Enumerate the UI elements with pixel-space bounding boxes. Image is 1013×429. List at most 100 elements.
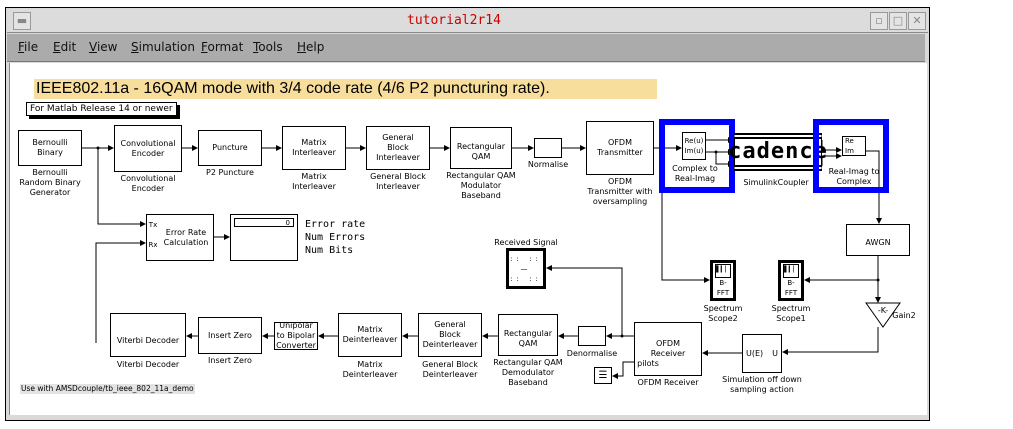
in-port: U <box>772 348 778 358</box>
block-text: OFDM Transmitter <box>597 138 643 157</box>
gbdeint-label: General Block Deinterleaver <box>422 360 478 379</box>
ri2c-label: Real-Imag to Complex <box>828 167 880 186</box>
menu-bar: File Edit View Simulation Format Tools H… <box>7 34 925 62</box>
im-port: Im(u) <box>684 147 704 155</box>
insert-zero-block[interactable]: Insert Zero <box>198 317 262 354</box>
general-block-interleaver-block[interactable]: General Block Interleaver <box>366 126 430 170</box>
spectrum-icon: ▌▎▏ <box>783 263 799 278</box>
display-icon: ☰ <box>598 369 608 381</box>
viterbi-label: Viterbi Decoder <box>116 360 180 369</box>
minimize-button[interactable]: ▫ <box>870 12 888 30</box>
matrix-deinterleaver-block[interactable]: Matrix Deinterleaver <box>338 313 402 357</box>
pilots-port: pilots <box>637 359 659 368</box>
denormalise-block[interactable] <box>578 326 606 346</box>
block-text: Unipolar to Bipolar Converter <box>276 321 316 350</box>
out-port: U(E) <box>746 348 764 358</box>
gain-value[interactable]: -K- <box>877 306 889 315</box>
gbint-label: General Block Interleaver <box>370 172 426 191</box>
matrix-interleaver-block[interactable]: Matrix Interleaver <box>282 126 346 170</box>
qam-demodulator-block[interactable]: Rectangular QAM <box>498 314 558 356</box>
received-signal-label: Received Signal <box>494 238 558 247</box>
display-captions: Error rate Num Errors Num Bits <box>305 218 365 257</box>
bernoulli-label: Bernoulli Random Binary Generator <box>19 168 81 197</box>
spectrum-scope2-block[interactable]: ▌▎▏B- FFT <box>710 260 736 301</box>
complex-to-real-imag-block[interactable]: Re(u) Im(u) <box>682 132 706 160</box>
title-annotation: IEEE802.11a - 16QAM mode with 3/4 code r… <box>34 79 657 99</box>
error-rate-calculation-block[interactable]: Error Rate Calculation <box>146 214 214 261</box>
block-text: Convolutional Encoder <box>120 138 176 158</box>
cadence-logo: cadence <box>728 139 828 164</box>
ofdmtx-label: OFDM Transmitter with oversampling <box>587 177 653 206</box>
block-text: General Block Interleaver <box>376 133 420 162</box>
block-text: Viterbi Decoder <box>116 336 180 345</box>
block-text: B- FFT <box>716 278 730 297</box>
window-menu-button[interactable]: ▬ <box>13 12 31 30</box>
simoff-label: Simulation off down sampling action <box>722 375 802 394</box>
display-value: 0 <box>234 218 294 227</box>
re-port: Re <box>845 137 854 145</box>
puncture-block[interactable]: Puncture <box>198 130 262 166</box>
matdeint-label: Matrix Deinterleaver <box>342 360 398 379</box>
unipolar-bipolar-block[interactable]: Unipolar to Bipolar Converter <box>274 321 318 350</box>
error-display-block[interactable]: 0 <box>230 214 298 261</box>
menu-file[interactable]: File <box>18 40 39 54</box>
c2ri-label: Complex to Real-Imag <box>672 164 718 183</box>
rx-port: Rx <box>148 241 158 249</box>
close-button[interactable]: ✕ <box>908 12 926 30</box>
menu-view[interactable]: View <box>89 40 118 54</box>
conv-label: Convolutional Encoder <box>120 174 176 193</box>
caption-num-errors: Num Errors <box>305 232 366 243</box>
awgn-channel-block[interactable]: AWGN <box>846 224 910 256</box>
block-text: Rectangular QAM <box>503 329 553 348</box>
block-text: B- FFT <box>784 278 798 297</box>
menu-edit[interactable]: Edit <box>53 40 77 54</box>
footer-annotation: Use with AMSDcouple/tb_ieee_802_11a_demo <box>20 384 195 394</box>
viterbi-decoder-block[interactable]: Viterbi Decoder <box>110 313 186 357</box>
constellation-scope-block[interactable]: :: ::—:: :: <box>506 248 546 289</box>
scope2-label: Spectrum Scope2 <box>703 304 743 323</box>
menu-help[interactable]: Help <box>297 40 325 54</box>
re-port: Re(u) <box>684 137 704 145</box>
title-bar: ▬ tutorial2r14 ▫ □ ✕ <box>7 9 928 33</box>
scope1-label: Spectrum Scope1 <box>771 304 811 323</box>
release-note: For Matlab Release 14 or newer <box>26 102 177 116</box>
ofdm-transmitter-block[interactable]: OFDM Transmitter <box>586 121 654 175</box>
constellation-icon: :: ::—:: :: <box>510 254 542 283</box>
window-title: tutorial2r14 <box>407 13 501 28</box>
block-text: General Block Deinterleaver <box>422 320 478 349</box>
block-text: Rectangular QAM <box>456 142 506 161</box>
convolutional-encoder-block[interactable]: Convolutional Encoder <box>114 125 182 172</box>
menu-simulation[interactable]: Simulation <box>131 40 195 54</box>
spectrum-scope1-block[interactable]: ▌▎▏B- FFT <box>778 260 804 301</box>
spectrum-icon: ▌▎▏ <box>715 263 731 278</box>
ofdm-receiver-block[interactable]: OFDM Receiver <box>634 322 702 376</box>
qammod-label: Rectangular QAM Modulator Baseband <box>446 171 516 200</box>
terminator-display-block[interactable]: ☰ <box>594 367 612 384</box>
menu-format[interactable]: Format <box>201 40 244 54</box>
block-text: Puncture <box>212 143 248 152</box>
denorm-label: Denormalise <box>566 349 618 358</box>
block-text: Insert Zero <box>208 330 252 340</box>
highlight-box-complex-to-real <box>659 119 735 193</box>
inszero-label: Insert Zero <box>208 356 252 365</box>
block-text: Matrix Deinterleaver <box>342 325 398 344</box>
general-block-deinterleaver-block[interactable]: General Block Deinterleaver <box>418 313 482 357</box>
normalise-label: Normalise <box>527 160 569 169</box>
ofdmrx-label: OFDM Receiver <box>637 378 699 387</box>
cadence-simulink-coupler-block[interactable]: cadence <box>728 133 827 171</box>
caption-num-bits: Num Bits <box>305 245 354 256</box>
maximize-button[interactable]: □ <box>889 12 907 30</box>
normalise-block[interactable] <box>534 138 562 158</box>
qam-modulator-block[interactable]: Rectangular QAM <box>450 127 512 169</box>
cadence-label: SimulinkCoupler <box>743 178 809 187</box>
simulation-off-block[interactable]: U(E) U <box>742 334 782 373</box>
qamdemod-label: Rectangular QAM Demodulator Baseband <box>493 358 563 387</box>
caption-error-rate: Error rate <box>305 219 366 230</box>
bernoulli-binary-block[interactable]: Bernoulli Binary <box>18 130 82 166</box>
im-port: Im <box>845 147 854 155</box>
gain-label: Gain2 <box>892 311 916 320</box>
menu-tools[interactable]: Tools <box>253 40 283 54</box>
block-text: Error Rate Calculation <box>163 227 209 247</box>
